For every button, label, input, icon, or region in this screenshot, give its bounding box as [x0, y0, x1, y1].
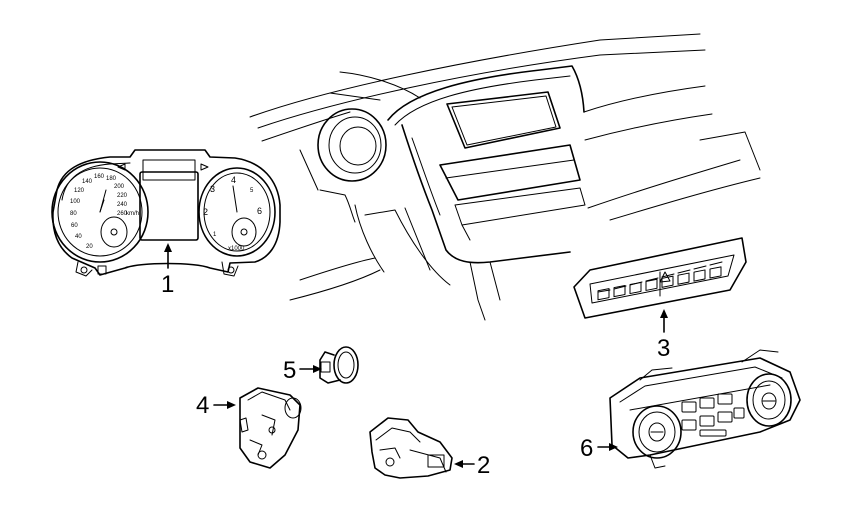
- speedo-tick: 80: [70, 211, 77, 217]
- speedo-tick: 20: [86, 244, 93, 250]
- arrowhead: [454, 460, 463, 468]
- callout-2: 2: [477, 452, 490, 479]
- headlamp-switch: [239, 387, 302, 469]
- speedo-tick: 220: [117, 193, 128, 199]
- callout-leaders: [164, 243, 668, 468]
- speedo-tick: 40: [75, 234, 82, 240]
- arrowhead: [164, 243, 172, 252]
- tacho-tick: 2: [203, 207, 208, 217]
- tacho-tick: 6: [257, 206, 262, 216]
- switch-assembly: [369, 417, 453, 479]
- callout-6: 6: [580, 435, 593, 462]
- climate-buttons: [681, 393, 745, 437]
- arrowhead: [609, 443, 618, 451]
- callout-1: 1: [161, 271, 174, 298]
- switch-buttons: [597, 266, 722, 301]
- tacho-tick: 1: [213, 232, 217, 238]
- tacho-tick: 3: [210, 184, 215, 194]
- tacho-tick: 5: [250, 188, 254, 194]
- climate-control-unit: [609, 349, 801, 469]
- tacho-tick: 4: [231, 175, 236, 185]
- dashboard-outline: [249, 33, 761, 321]
- speedo-tick: 200: [114, 184, 125, 190]
- arrowhead: [313, 365, 322, 373]
- callout-labels: 1 2 3 4 5 6: [161, 271, 670, 479]
- callout-5: 5: [283, 357, 296, 384]
- callout-4: 4: [196, 392, 209, 419]
- speedo-tick: 260: [117, 211, 128, 217]
- speedo-tick: 160: [94, 174, 105, 180]
- speedometer-tick-labels: 20 40 60 80 100 120 140 160 180 200 220 …: [70, 174, 139, 250]
- speedo-tick: 140: [82, 179, 93, 185]
- arrowhead: [227, 401, 236, 409]
- instrument-cluster: 20 40 60 80 100 120 140 160 180 200 220 …: [51, 149, 281, 277]
- speedo-tick: 180: [106, 176, 117, 182]
- tachometer-tick-labels: 1 2 3 4 5 6 x1000: [203, 175, 262, 252]
- tacho-multiplier: x1000: [228, 246, 245, 252]
- center-switch-panel: [573, 237, 747, 319]
- speedo-tick: 100: [70, 199, 81, 205]
- arrowhead: [660, 309, 668, 318]
- hazard-triangle-icon: [659, 271, 671, 283]
- speedo-tick: 240: [117, 202, 128, 208]
- callout-3: 3: [657, 335, 670, 362]
- speedo-unit: km/h: [126, 211, 139, 217]
- speedo-tick: 120: [74, 188, 85, 194]
- push-button-switch: [319, 346, 359, 384]
- speedo-tick: 60: [71, 223, 78, 229]
